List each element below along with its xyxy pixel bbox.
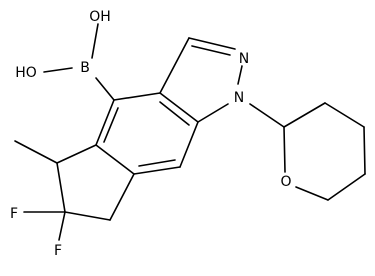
label-ho-left: HO: [15, 65, 37, 81]
label-oh-top: OH: [89, 9, 111, 25]
bond-ch2-c6: [109, 173, 135, 221]
bond-c6-c5: [95, 144, 135, 175]
bond-c3a-c7a-inner: [159, 101, 190, 126]
bond-n1-thp: [249, 103, 285, 128]
bond-b-oh-top: [91, 23, 99, 59]
bond-c3-n2: [188, 37, 236, 50]
bond-c7-c6-inner: [138, 159, 176, 167]
label-boron: B: [80, 60, 90, 76]
bond-ch-methyl: [14, 140, 58, 164]
bond-thp-c4-c3: [324, 102, 365, 128]
bond-c3a-c3: [159, 37, 190, 94]
bond-c7a-c7: [179, 121, 199, 168]
bond-c7-c6: [133, 166, 181, 175]
bond-c5-ch: [56, 144, 97, 164]
label-fluorine-upper: F: [10, 206, 18, 222]
bond-n1-c7a: [197, 103, 229, 123]
bond-b-ho-left: [43, 67, 73, 73]
atom-labels: OH HO B N N O F F: [10, 9, 292, 259]
bond-c4-c3a: [113, 92, 161, 101]
bond-cf2-f-lower: [58, 211, 66, 241]
label-n-substituted: N: [234, 90, 244, 106]
bond-thp-o-c6: [295, 186, 329, 201]
bond-thp-c6-c5: [327, 173, 366, 201]
label-oxygen-ring: O: [280, 174, 291, 190]
bond-thp-c3-c2: [283, 102, 326, 128]
bond-b-ring: [95, 77, 115, 101]
bond-c3-n2-inner: [191, 45, 231, 56]
bond-thp-c5-c4: [363, 126, 366, 175]
bond-c3a-c7a: [159, 92, 199, 123]
bond-n2-n1: [237, 65, 243, 85]
label-n-pyrazole: N: [239, 51, 249, 67]
bond-cf2-ch2: [64, 211, 111, 221]
bond-c5-c4: [95, 99, 115, 146]
label-fluorine-lower: F: [54, 243, 62, 259]
bond-ch-cf2: [56, 162, 66, 213]
bond-c5-c4-inner: [103, 107, 119, 143]
bonds: [14, 23, 366, 241]
bond-thp-c2-o: [283, 126, 286, 173]
